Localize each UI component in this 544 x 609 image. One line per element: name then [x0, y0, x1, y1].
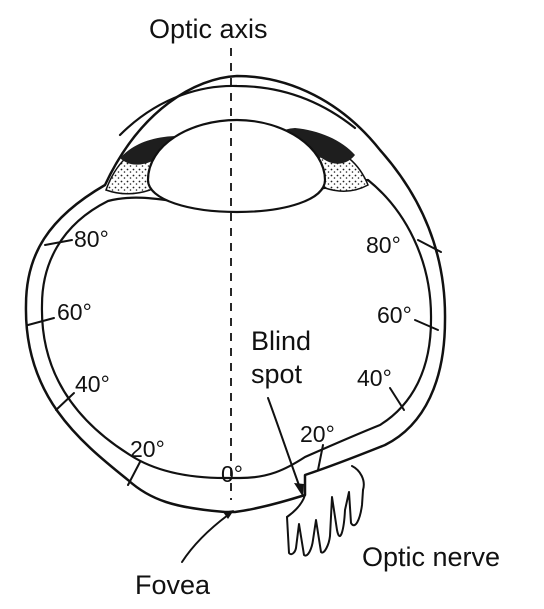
tick-left-60	[28, 318, 54, 325]
angle-label-right-80: 80°	[366, 232, 401, 258]
tick-left-20	[128, 462, 140, 485]
optic-nerve-label: Optic nerve	[362, 542, 500, 572]
blind-spot-label-line1: Blind	[251, 326, 311, 356]
fovea-pointer	[182, 515, 228, 562]
tick-right-80	[418, 240, 441, 252]
tick-right-40	[390, 388, 404, 410]
angle-label-left-80: 80°	[74, 226, 109, 252]
tick-right-60	[415, 320, 438, 330]
angle-label-right-20: 20°	[300, 421, 335, 447]
blind-spot-label-line2: spot	[251, 359, 303, 389]
angle-label-left-20: 20°	[130, 436, 165, 462]
angle-label-0: 0°	[221, 461, 243, 487]
blind-spot-pointer	[268, 398, 300, 488]
eyeball-inner-wall	[42, 180, 431, 478]
angle-label-right-40: 40°	[357, 365, 392, 391]
blind-spot-arrowhead	[294, 483, 304, 497]
angle-label-right-60: 60°	[377, 302, 412, 328]
angle-label-left-40: 40°	[75, 371, 110, 397]
optic-nerve-fibers	[287, 490, 363, 556]
angle-label-left-60: 60°	[57, 299, 92, 325]
optic-axis-label: Optic axis	[149, 14, 268, 44]
optic-nerve-sheath	[287, 466, 364, 517]
tick-right-20	[318, 445, 323, 470]
fovea-label: Fovea	[135, 570, 211, 600]
